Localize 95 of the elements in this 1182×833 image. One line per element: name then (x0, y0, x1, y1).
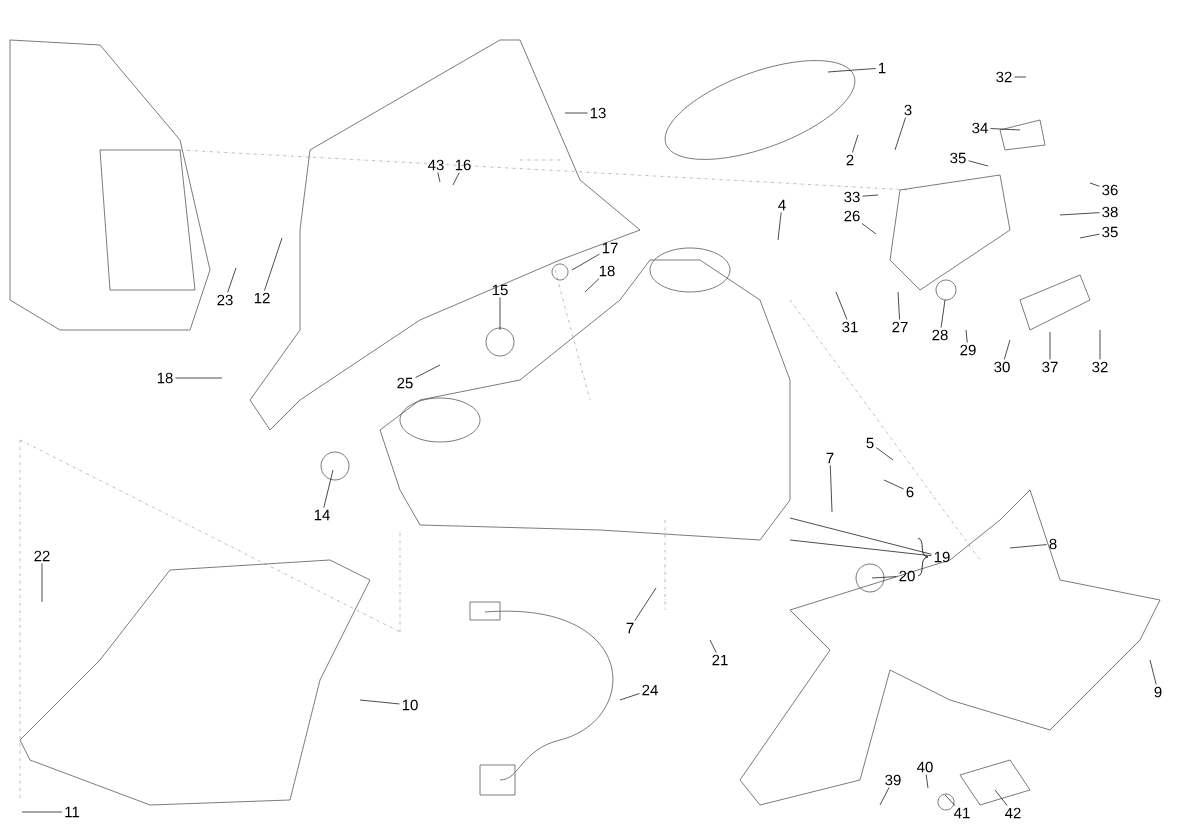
callout-number: 19 (934, 551, 950, 563)
leader-line (709, 639, 717, 653)
callout-number: 18 (157, 372, 173, 384)
callout-number: 31 (842, 321, 858, 333)
leader-line (777, 212, 782, 241)
callout-number: 27 (892, 321, 908, 333)
callout-number: 29 (960, 344, 976, 356)
leader-line (944, 794, 956, 806)
callout-number: 37 (1042, 361, 1058, 373)
leader-line (264, 237, 283, 291)
callout-number: 6 (906, 486, 914, 498)
leader-line (829, 465, 833, 513)
leader-line (564, 112, 588, 114)
callout-number: 40 (917, 761, 933, 773)
callout-number: 33 (844, 191, 860, 203)
callout-number: 39 (885, 774, 901, 786)
leader-line (894, 117, 906, 151)
leader-line (827, 68, 876, 73)
callout-number: 22 (34, 550, 50, 562)
callout-number: 16 (455, 159, 471, 171)
leader-line (789, 517, 932, 555)
leader-line (835, 291, 848, 320)
callout-number: 13 (590, 107, 606, 119)
leader-line (21, 811, 63, 813)
callout-number: 20 (899, 570, 915, 582)
leader-line (994, 789, 1008, 806)
leader-line (584, 278, 600, 293)
leader-line (871, 576, 897, 579)
leader-line (883, 479, 904, 490)
leader-line (925, 774, 929, 789)
callout-number: 2 (846, 154, 854, 166)
callout-number: 34 (972, 122, 988, 134)
leader-line (789, 539, 932, 557)
leader-line (1089, 182, 1100, 187)
leader-line (227, 267, 237, 293)
callout-number: 14 (314, 509, 330, 521)
leader-line (41, 563, 43, 603)
leader-line (861, 223, 877, 235)
callout-number: 25 (397, 377, 413, 389)
callout-number: 32 (996, 71, 1012, 83)
callout-number: 12 (254, 292, 270, 304)
callout-number: 26 (844, 210, 860, 222)
callout-number: 7 (626, 622, 634, 634)
callout-number: 30 (994, 361, 1010, 373)
leader-line (879, 787, 890, 806)
callout-number: 24 (642, 684, 658, 696)
callout-number: 28 (932, 329, 948, 341)
leader-line (965, 329, 968, 343)
callout-number: 21 (712, 654, 728, 666)
callout-number: 43 (428, 159, 444, 171)
leader-line (359, 699, 400, 705)
callout-number: 1 (879, 62, 886, 74)
leader-line (1059, 212, 1100, 216)
leader-line (571, 253, 600, 271)
leader-line (323, 469, 334, 508)
leader-line (175, 377, 223, 379)
leader-line (634, 587, 657, 621)
leader-line (876, 447, 894, 461)
callout-number: 23 (217, 294, 233, 306)
callout-number: 35 (950, 152, 966, 164)
callout-number: 7 (826, 452, 834, 464)
leader-line (619, 693, 640, 701)
callout-number: 3 (904, 104, 912, 116)
leader-line (452, 172, 460, 186)
leader-line (1049, 331, 1051, 360)
callout-number: 5 (866, 437, 874, 449)
callout-number: 4 (778, 199, 786, 211)
leader-line (852, 134, 859, 153)
leader-line (862, 194, 879, 197)
callout-number: 36 (1102, 184, 1118, 196)
callout-number: 42 (1005, 807, 1021, 819)
leader-line (1099, 329, 1101, 360)
leader-line (1003, 339, 1011, 360)
leader-line (1149, 659, 1157, 685)
callout-number: 41 (954, 807, 970, 819)
callout-number: 18 (599, 265, 615, 277)
leader-line (1014, 76, 1027, 78)
callout-number: 32 (1092, 361, 1108, 373)
leader-line (415, 364, 441, 378)
callout-number: 10 (402, 699, 418, 711)
callout-number: 17 (602, 242, 618, 254)
leader-line (897, 291, 900, 320)
leader-line (1009, 544, 1047, 549)
leader-line (499, 297, 501, 331)
callout-number: 11 (65, 806, 80, 818)
leader-line (940, 299, 946, 328)
callout-number: 9 (1154, 686, 1162, 698)
callout-number: 38 (1102, 206, 1118, 218)
leader-line (437, 172, 441, 183)
leader-line (990, 128, 1021, 131)
callout-number: 15 (492, 284, 508, 296)
callout-number: 35 (1102, 226, 1118, 238)
leader-line (968, 160, 989, 167)
leader-line (1079, 233, 1100, 239)
callout-number: 8 (1049, 538, 1057, 550)
